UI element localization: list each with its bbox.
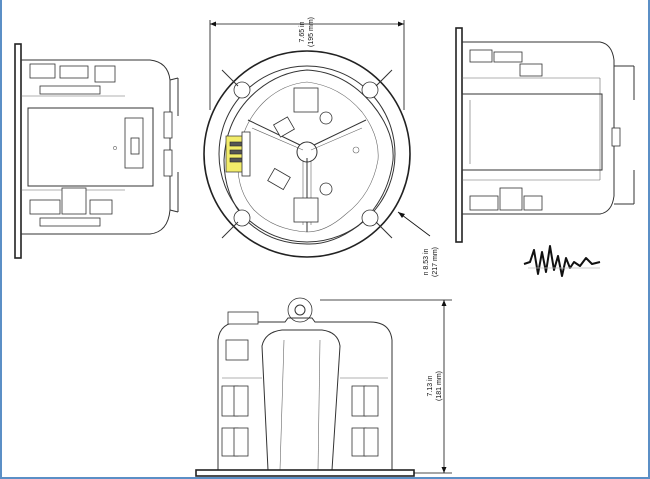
diameter-leader [397,211,431,237]
waveform-logo-icon [523,245,601,277]
left-can-outline [21,59,171,235]
mounting-tab [287,297,313,323]
width-dimension-in-label: 7.65 in [299,21,306,42]
left-driver-body [27,107,154,187]
diameter-in-label: n 8.53 in [423,248,430,275]
diameter-mm-label: (217 mm) [432,247,439,277]
bottom-side-view [195,297,415,477]
height-dimension-in-label: 7.13 in [427,375,434,396]
bottom-flange [195,469,415,477]
width-dimension [209,20,405,110]
left-side-view [14,43,179,259]
left-flange [14,43,22,259]
width-dimension-mm-label: (195 mm) [308,17,315,47]
right-flange [455,27,463,243]
right-driver-body [461,93,603,171]
bottom-center-cone [261,329,341,471]
right-side-view [455,27,635,243]
top-view [203,50,411,258]
top-view-housing [223,69,394,245]
height-dimension [320,299,452,474]
bottom-can-outline [217,317,393,470]
top-view-inner-ring [218,65,396,243]
height-dimension-mm-label: (181 mm) [436,371,443,401]
top-view-bezel [203,50,411,258]
